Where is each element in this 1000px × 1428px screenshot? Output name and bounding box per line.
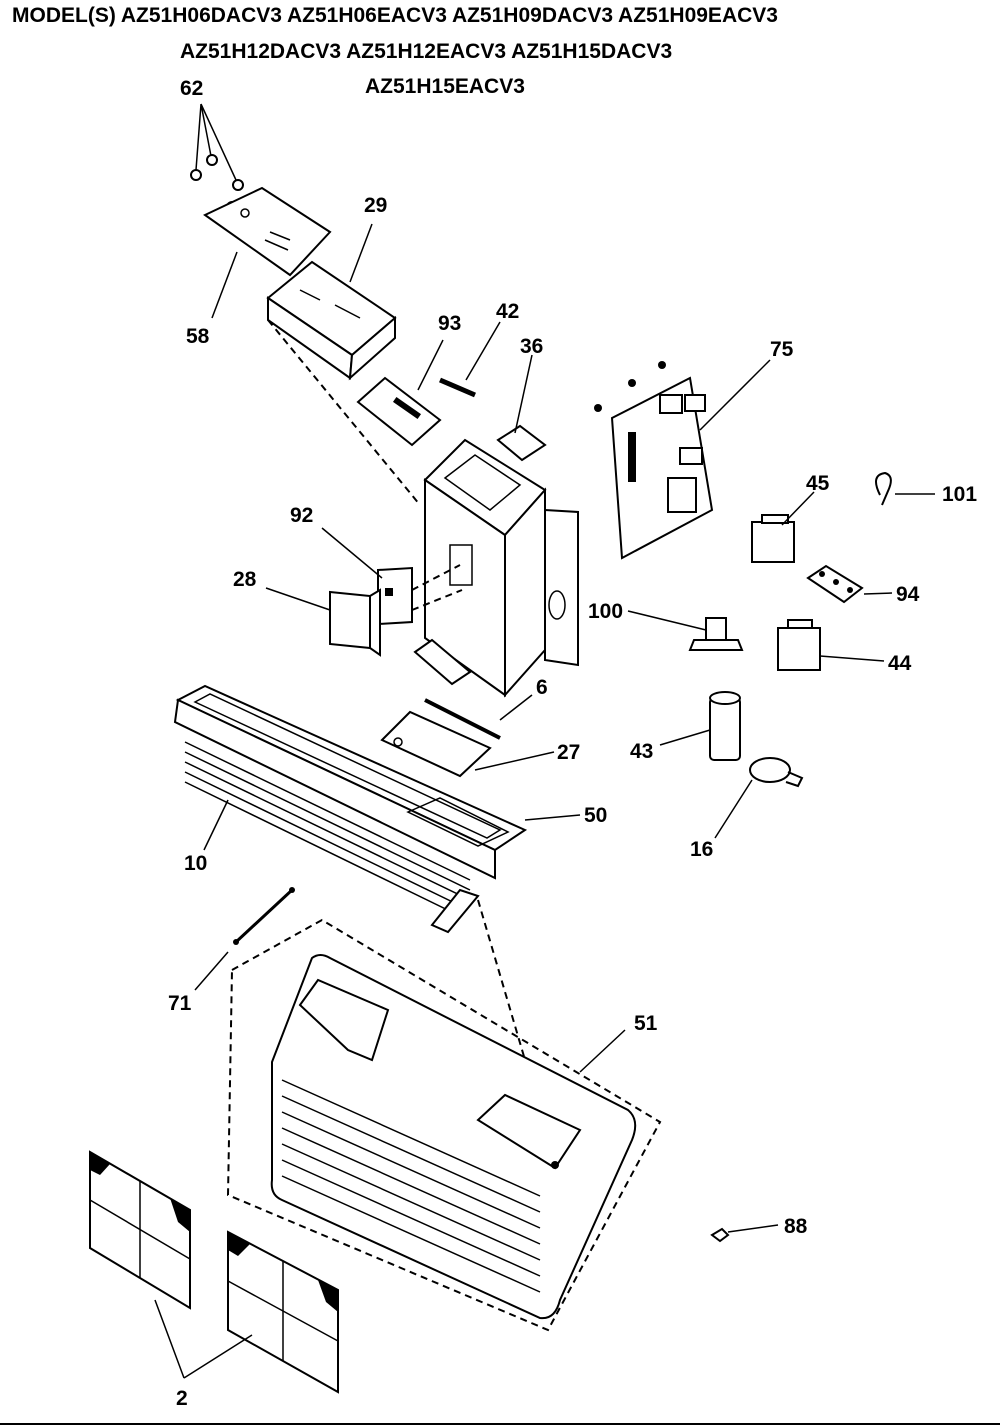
- callout-71: 71: [168, 992, 192, 1015]
- callout-93: 93: [438, 312, 461, 335]
- callout-45: 45: [806, 472, 830, 495]
- leader-50: [524, 814, 581, 821]
- callout-28: 28: [233, 568, 257, 591]
- part-27-door: [380, 710, 492, 778]
- callout-75: 75: [770, 338, 794, 361]
- part-29-control-box: [266, 260, 397, 381]
- part-43-capacitor: [709, 691, 741, 761]
- part-45-relay: [751, 514, 795, 563]
- leader-16: [714, 779, 753, 839]
- callout-2: 2: [176, 1387, 188, 1410]
- leader-45: [781, 491, 815, 526]
- callout-29: 29: [364, 194, 387, 217]
- leader-94: [863, 592, 893, 595]
- callout-10: 10: [184, 852, 207, 875]
- leader-43: [659, 729, 711, 746]
- part-58-control-plate: [203, 186, 332, 277]
- callout-43: 43: [630, 740, 653, 763]
- callout-16: 16: [690, 838, 713, 861]
- leader-44: [819, 655, 885, 662]
- leader-62: [195, 103, 237, 181]
- callout-101: 101: [942, 483, 977, 506]
- part-42-shaft: [439, 377, 476, 398]
- assembly-guide-92: [411, 564, 461, 591]
- assembly-guide-50: [477, 899, 556, 1163]
- model-list-line-1: MODEL(S) AZ51H06DACV3 AZ51H06EACV3 AZ51H…: [12, 4, 778, 27]
- leader-28: [265, 587, 331, 611]
- part-10-grille-louvers: [184, 741, 480, 934]
- part-75-control-board: [594, 361, 714, 560]
- leader-71: [194, 951, 229, 991]
- callout-100: 100: [588, 600, 623, 623]
- leader-92: [321, 527, 383, 579]
- leader-42: [465, 321, 501, 381]
- model-list-line-3: AZ51H15EACV3: [365, 75, 525, 98]
- callout-36: 36: [520, 335, 543, 358]
- leader-93: [417, 339, 444, 391]
- leader-88: [727, 1224, 779, 1233]
- leader-29: [349, 223, 373, 283]
- callout-88: 88: [784, 1215, 808, 1238]
- part-88-clip: [710, 1227, 730, 1243]
- leader-2: [154, 1299, 253, 1379]
- leader-27: [474, 751, 555, 771]
- part-100-switch: [688, 617, 744, 651]
- part-93-switch-bracket: [356, 376, 442, 447]
- part-36-control-housing: [413, 424, 579, 698]
- leader-58: [211, 251, 238, 319]
- part-6-gasket-strip: [424, 698, 501, 740]
- leader-6: [499, 694, 533, 721]
- callout-51: 51: [634, 1012, 658, 1035]
- model-list-line-2: AZ51H12DACV3 AZ51H12EACV3 AZ51H15DACV3: [180, 40, 672, 63]
- callout-44: 44: [888, 652, 912, 675]
- callout-50: 50: [584, 804, 607, 827]
- part-92-switch: [377, 566, 413, 626]
- callout-62: 62: [180, 77, 203, 100]
- assembly-guide-92b: [411, 589, 463, 611]
- leader-100: [627, 610, 707, 631]
- callout-58: 58: [186, 325, 210, 348]
- part-51-front-cabinet: [226, 918, 662, 1332]
- callout-27: 27: [557, 741, 580, 764]
- part-28-bracket: [329, 588, 381, 657]
- part-2-air-filter-left: [89, 1150, 191, 1310]
- callout-6: 6: [536, 676, 548, 699]
- assembly-guide-29: [267, 319, 421, 506]
- part-16-capacitor-strap: [749, 757, 804, 788]
- callout-42: 42: [496, 300, 519, 323]
- part-71-rod: [233, 887, 295, 945]
- part-94-terminal-block: [806, 564, 864, 604]
- leader-10: [203, 799, 229, 851]
- part-44-relay: [777, 619, 821, 671]
- leader-51: [579, 1029, 626, 1073]
- callout-94: 94: [896, 583, 920, 606]
- callout-92: 92: [290, 504, 313, 527]
- part-101-clip: [875, 471, 892, 506]
- leader-36: [514, 354, 533, 434]
- part-2-air-filter-right: [227, 1230, 339, 1394]
- part-50-front-panel-frame: [173, 684, 528, 880]
- leader-75: [699, 359, 771, 431]
